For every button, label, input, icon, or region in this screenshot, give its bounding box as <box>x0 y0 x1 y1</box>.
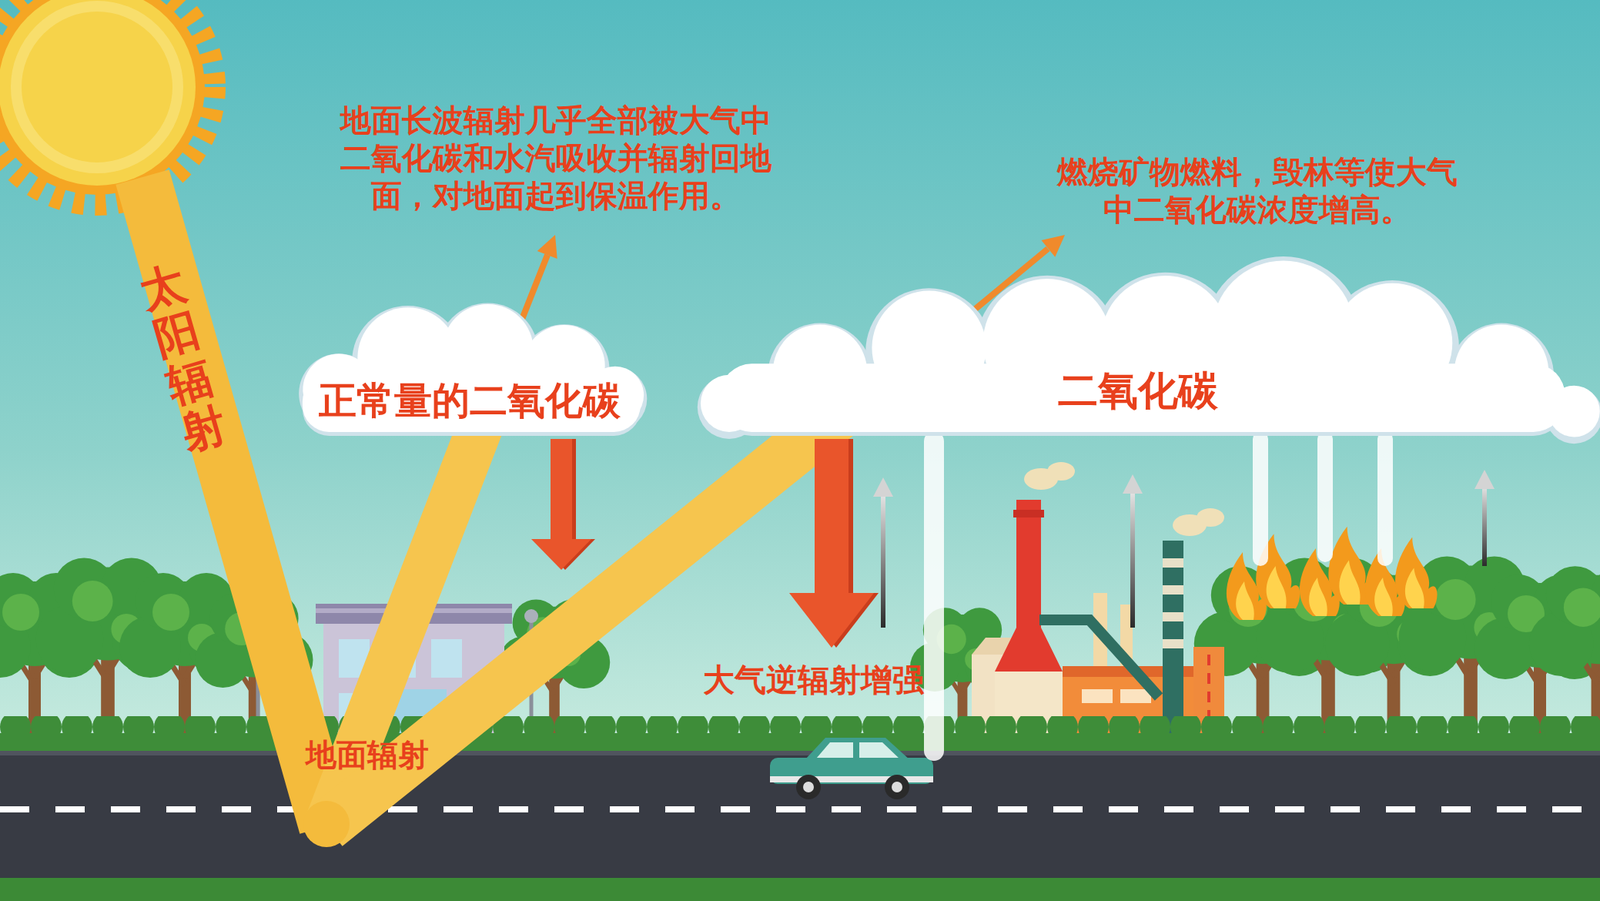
explanation-note: 地面长波辐射几乎全部被大气中二氧化碳和水汽吸收并辐射回地面，对地面起到保温作用。 <box>336 101 776 215</box>
cloud-shape <box>298 303 647 436</box>
cloud-base <box>301 374 640 432</box>
cloud-shape <box>301 304 643 432</box>
smoke <box>923 431 1393 761</box>
cloud-puff <box>871 291 986 406</box>
car <box>769 737 934 800</box>
co2-cloud: 二氧化碳 <box>683 280 1593 439</box>
cause-note: 燃烧矿物燃料，毁林等使大气中二氧化碳浓度增高。 <box>1053 153 1462 229</box>
ground-radiation-label: 地面辐射 <box>305 736 429 774</box>
cloud-label: 正常量的二氧化碳 <box>318 378 621 425</box>
cloud-puff <box>773 324 867 419</box>
road <box>0 750 1600 901</box>
hedge <box>0 716 1600 751</box>
cloud-puff <box>1454 324 1549 419</box>
factory <box>971 461 1225 736</box>
co2-rising-arrows <box>873 469 1495 628</box>
cloud-shape <box>700 260 1600 437</box>
radiation-beams <box>142 177 847 847</box>
co2-cloud: 正常量的二氧化碳 <box>287 305 652 439</box>
cloud-puff <box>1332 283 1453 404</box>
counter-radiation-arrows <box>531 438 879 648</box>
cloud-puff <box>700 374 758 432</box>
cloud-outline <box>683 280 1593 439</box>
sky <box>0 0 1600 751</box>
counter-radiation-label: 大气逆辐射增强 <box>702 660 924 700</box>
cloud-shape <box>697 256 1600 444</box>
cloud-label: 二氧化碳 <box>1057 366 1219 415</box>
cloud-puff <box>1211 260 1355 403</box>
cloud-puff <box>1548 385 1600 438</box>
sun <box>0 0 213 203</box>
